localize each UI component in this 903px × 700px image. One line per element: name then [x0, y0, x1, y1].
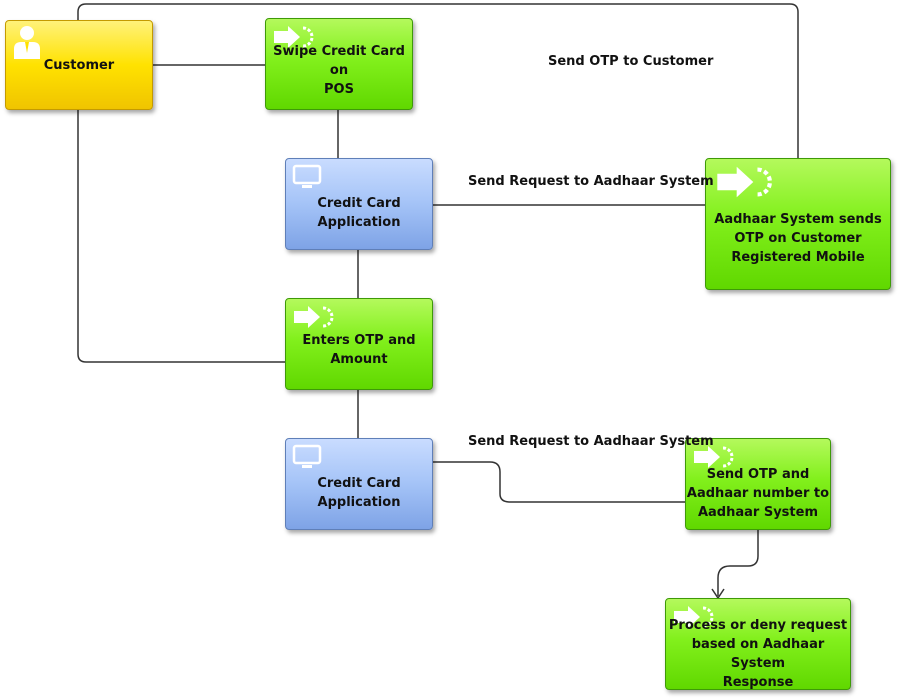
enters-otp-label: Enters OTP and Amount	[302, 333, 416, 367]
edge-label-otp-to-customer: Send OTP to Customer	[548, 54, 714, 69]
edge-label-request-2: Send Request to Aadhaar System	[468, 434, 714, 449]
connector-app2-sendotp	[433, 461, 685, 503]
process-arrow-icon	[717, 166, 772, 198]
process-arrow-icon	[294, 306, 334, 328]
connector-customer-aadhaar	[77, 3, 799, 158]
send-otp-aadhaar-node: Send OTP and Aadhaar number to Aadhaar S…	[685, 438, 831, 530]
edge-label-request-1: Send Request to Aadhaar System	[468, 174, 714, 189]
process-arrow-icon	[274, 26, 314, 48]
customer-label: Customer	[43, 57, 115, 73]
swipe-card-label: Swipe Credit Card on POS	[273, 43, 405, 97]
process-or-deny-label: Process or deny request based on Aadhaar…	[668, 618, 848, 690]
credit-card-app-label-1: Credit Card Application	[317, 196, 401, 230]
send-otp-aadhaar-label: Send OTP and Aadhaar number to Aadhaar S…	[686, 466, 830, 520]
process-arrow-icon	[674, 606, 714, 628]
person-icon	[14, 26, 40, 59]
credit-card-app-node-1: Credit Card Application	[285, 158, 433, 250]
credit-card-app-node-2: Credit Card Application	[285, 438, 433, 530]
credit-card-app-label-2: Credit Card Application	[317, 476, 401, 510]
enters-otp-node: Enters OTP and Amount	[285, 298, 433, 390]
aadhaar-sends-otp-label: Aadhaar System sends OTP on Customer Reg…	[714, 211, 882, 265]
connector-customer-enters	[77, 110, 285, 363]
process-or-deny-node: Process or deny request based on Aadhaar…	[665, 598, 851, 690]
connector-sendotp-process	[717, 530, 759, 596]
customer-node: Customer	[5, 20, 153, 110]
swipe-card-node: Swipe Credit Card on POS	[265, 18, 413, 110]
aadhaar-sends-otp-node: Aadhaar System sends OTP on Customer Reg…	[705, 158, 891, 290]
process-arrow-icon	[694, 446, 734, 468]
monitor-icon	[292, 444, 322, 468]
monitor-icon	[292, 164, 322, 188]
